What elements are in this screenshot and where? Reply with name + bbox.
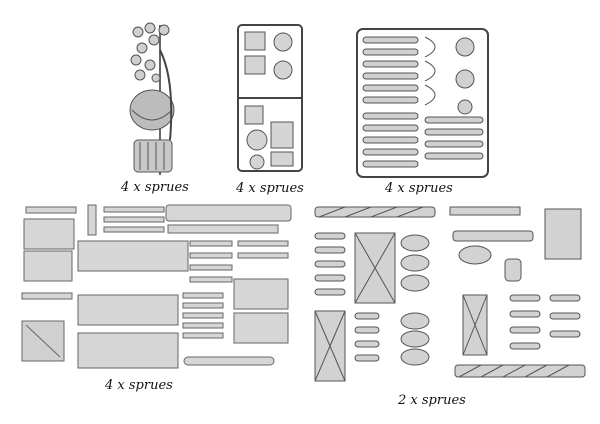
sprue-a-caption: 4 x sprues bbox=[121, 180, 189, 195]
sprue-d-image bbox=[18, 203, 300, 373]
sprue-d-caption: 4 x sprues bbox=[105, 378, 173, 393]
sprue-b-image bbox=[235, 22, 305, 174]
sprue-e-caption: 2 x sprues bbox=[398, 393, 466, 408]
sprue-c-image bbox=[355, 27, 490, 179]
sprue-a-image bbox=[120, 20, 200, 180]
sprue-b-caption: 4 x sprues bbox=[236, 181, 304, 196]
sprue-c-caption: 4 x sprues bbox=[385, 181, 453, 196]
sprue-e-image bbox=[305, 203, 590, 388]
